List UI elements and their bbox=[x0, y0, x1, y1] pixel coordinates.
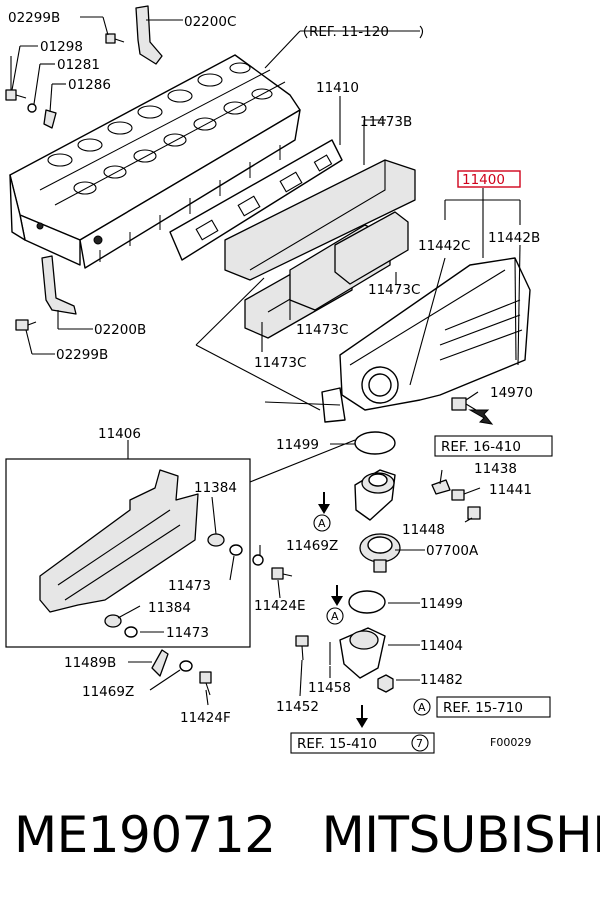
bolt-11448 bbox=[467, 506, 481, 520]
label-14970: 14970 bbox=[490, 385, 533, 401]
circle-a-label-3: A bbox=[418, 701, 426, 714]
thermostat-housing-upper bbox=[354, 469, 396, 521]
sensor-14970 bbox=[451, 397, 477, 411]
gasket-11410 bbox=[169, 139, 343, 261]
label-11473c-b: 11473C bbox=[296, 322, 348, 338]
label-11473c-a: 11473C bbox=[368, 282, 420, 298]
circle-a-label-1: A bbox=[318, 517, 326, 530]
label-11441: 11441 bbox=[489, 482, 532, 498]
label-01298: 01298 bbox=[40, 39, 83, 55]
brand-name: MITSUBISHI bbox=[321, 806, 600, 864]
label-11384-upper: 11384 bbox=[194, 480, 237, 496]
ref-15-410[interactable]: REF. 15-410 bbox=[297, 736, 377, 752]
collar-11473-lower bbox=[124, 626, 138, 638]
circle-a-marker-3 bbox=[413, 698, 431, 716]
label-11473-lower: 11473 bbox=[166, 625, 209, 641]
label-11469z-lower: 11469Z bbox=[82, 684, 134, 700]
clip-01286 bbox=[43, 109, 57, 129]
figure-code: F00029 bbox=[490, 736, 531, 749]
circle-7-label: 7 bbox=[416, 737, 423, 750]
nut-11482 bbox=[377, 674, 394, 693]
label-07700a: 07700A bbox=[426, 543, 479, 559]
heat-shield-11473b bbox=[224, 159, 416, 281]
ref-15-710-box bbox=[436, 696, 551, 718]
heat-shield-11473c-rear bbox=[334, 211, 409, 285]
arrow-ref-16410 bbox=[468, 409, 494, 425]
bolt-01298 bbox=[5, 56, 27, 101]
label-01281: 01281 bbox=[57, 57, 100, 73]
cylinder-head bbox=[9, 54, 301, 269]
ref-11-120[interactable]: REF. 11-120 bbox=[309, 24, 389, 40]
label-11406: 11406 bbox=[98, 426, 141, 442]
label-02299b-bot: 02299B bbox=[56, 347, 108, 363]
label-02200c: 02200C bbox=[184, 14, 236, 30]
label-11452: 11452 bbox=[276, 699, 319, 715]
label-11458: 11458 bbox=[308, 680, 351, 696]
label-11400-highlighted[interactable]: 11400 bbox=[462, 172, 505, 188]
cap-11438 bbox=[431, 479, 451, 495]
circle-a-marker-2 bbox=[326, 607, 344, 625]
grommet-11384-lower bbox=[104, 614, 122, 628]
label-11442b: 11442B bbox=[488, 230, 540, 246]
grommet-11384-upper bbox=[207, 533, 225, 547]
plug-11441 bbox=[451, 489, 465, 501]
washer-01281 bbox=[27, 103, 37, 113]
label-11499-upper: 11499 bbox=[276, 437, 319, 453]
arrow-down-a2 bbox=[331, 585, 343, 606]
ref-16-410-box bbox=[434, 435, 553, 457]
label-11384-lower: 11384 bbox=[148, 600, 191, 616]
circle-7-marker bbox=[411, 734, 429, 752]
label-11473b: 11473B bbox=[360, 114, 412, 130]
label-11438: 11438 bbox=[474, 461, 517, 477]
ref-16-410[interactable]: REF. 16-410 bbox=[441, 439, 521, 455]
label-01286: 01286 bbox=[68, 77, 111, 93]
washer-11469z-lower bbox=[179, 660, 193, 672]
water-inlet-11404 bbox=[339, 627, 386, 679]
sensor-11452 bbox=[295, 635, 309, 661]
circle-a-label-2: A bbox=[331, 610, 339, 623]
thermostat-07700a bbox=[359, 533, 401, 573]
label-11473c-c: 11473C bbox=[254, 355, 306, 371]
bolt-group-top-left bbox=[5, 5, 163, 129]
bracket-11489b bbox=[151, 649, 169, 677]
ref-15-710[interactable]: REF. 15-710 bbox=[443, 700, 523, 716]
label-11473-upper: 11473 bbox=[168, 578, 211, 594]
washer-11469z-upper bbox=[252, 554, 264, 566]
label-11448: 11448 bbox=[402, 522, 445, 538]
bracket-02200c bbox=[135, 5, 163, 65]
ref-15-410-box bbox=[290, 732, 435, 754]
label-11499-lower: 11499 bbox=[420, 596, 463, 612]
part-labels: 02299B 02200C 01298 01281 01286 REF. 11-… bbox=[8, 10, 553, 754]
label-11489b: 11489B bbox=[64, 655, 116, 671]
gasket-11499-lower bbox=[348, 590, 386, 614]
bolt-02299b-top bbox=[105, 33, 125, 44]
label-11442c: 11442C bbox=[418, 238, 470, 254]
inlet-manifold-11400 bbox=[321, 257, 531, 423]
bolt-11424e bbox=[271, 567, 293, 580]
label-02299b-top: 02299B bbox=[8, 10, 60, 26]
label-02200b: 02200B bbox=[94, 322, 146, 338]
bracket-02200b-assembly bbox=[15, 255, 77, 331]
bolt-11424f bbox=[199, 671, 212, 696]
arrow-down-ref15410 bbox=[356, 705, 368, 728]
leader-lines bbox=[11, 16, 521, 706]
highlight-box-11400 bbox=[457, 170, 521, 188]
label-11424e: 11424E bbox=[254, 598, 305, 614]
arrow-down-a1 bbox=[318, 492, 330, 514]
label-11424f: 11424F bbox=[180, 710, 231, 726]
footer-caption: ME190712 MITSUBISHI bbox=[14, 806, 600, 876]
gasket-11499-upper bbox=[354, 431, 396, 455]
label-11404: 11404 bbox=[420, 638, 463, 654]
label-11410: 11410 bbox=[316, 80, 359, 96]
heat-shield-11406 bbox=[39, 469, 199, 613]
circle-a-marker-1 bbox=[313, 514, 331, 532]
label-11482: 11482 bbox=[420, 672, 463, 688]
label-11469z-upper: 11469Z bbox=[286, 538, 338, 554]
collar-11473-upper bbox=[229, 544, 243, 556]
part-number: ME190712 bbox=[14, 806, 276, 864]
